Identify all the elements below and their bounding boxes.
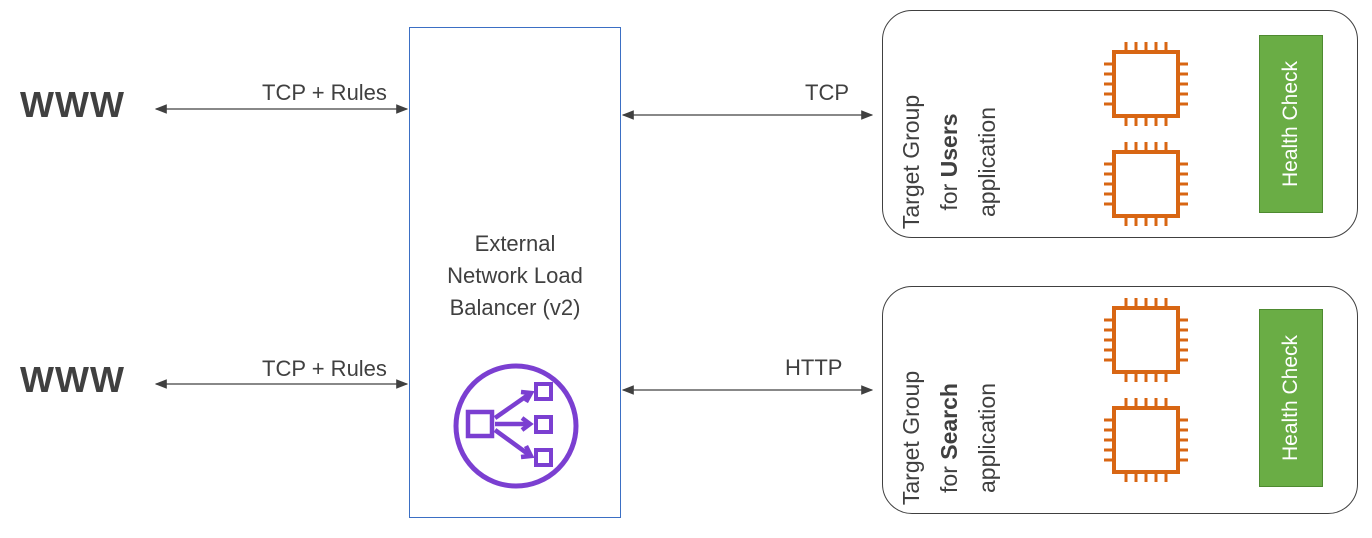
network-load-balancer-box: External Network Load Balancer (v2) [409, 27, 621, 518]
health-check-search: Health Check [1259, 309, 1323, 487]
tg-search-line2-prefix: for [936, 459, 962, 493]
target-group-users: Target Group for Users application Healt… [882, 10, 1358, 238]
tg-users-line2: for Users [930, 62, 968, 262]
tg-search-line2-bold: Search [936, 383, 962, 460]
nlb-title: External Network Load Balancer (v2) [410, 228, 620, 324]
ec2-instance-icon [1104, 298, 1188, 382]
edge-label-http: HTTP [785, 355, 843, 380]
tg-users-line2-prefix: for [936, 177, 962, 211]
tg-users-line3: application [974, 107, 1000, 217]
health-check-users: Health Check [1259, 35, 1323, 213]
health-check-search-label: Health Check [1279, 334, 1302, 462]
target-group-search: Target Group for Search application Heal… [882, 286, 1358, 514]
nlb-title-line1: External [474, 231, 556, 256]
health-check-users-label: Health Check [1279, 60, 1302, 188]
network-load-balancer-icon [453, 363, 579, 489]
target-group-search-label: Target Group for Search application [892, 338, 1006, 538]
www-top-label: WWW [20, 84, 125, 125]
tg-users-line2-bold: Users [936, 113, 962, 178]
ec2-instance-icon [1104, 398, 1188, 482]
tg-search-line2: for Search [930, 338, 968, 538]
nlb-title-line3: Balancer (v2) [449, 295, 581, 320]
tg-search-line3: application [974, 383, 1000, 493]
tg-users-line1: Target Group [898, 94, 924, 230]
edge-label-tcp-rules-bottom: TCP + Rules [262, 356, 387, 381]
tg-search-line1: Target Group [898, 370, 924, 506]
ec2-instance-icon [1104, 42, 1188, 126]
nlb-title-line2: Network Load [447, 263, 583, 288]
target-group-users-label: Target Group for Users application [892, 62, 1006, 262]
ec2-instance-icon [1104, 142, 1188, 226]
edge-label-tcp: TCP [805, 80, 849, 105]
edge-label-tcp-rules-top: TCP + Rules [262, 80, 387, 105]
www-bottom-label: WWW [20, 359, 125, 400]
